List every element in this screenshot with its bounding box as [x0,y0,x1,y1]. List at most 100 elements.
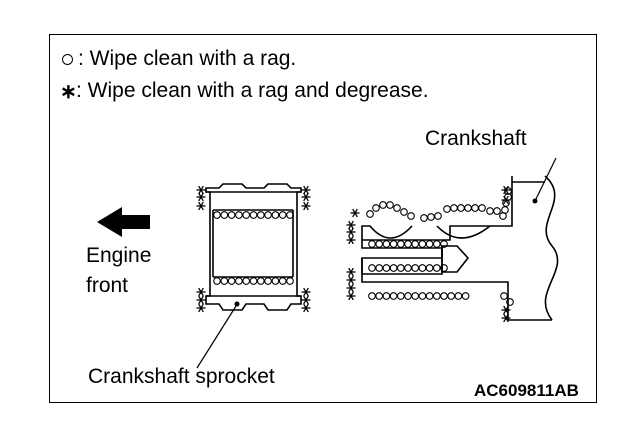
sprocket-circle-row-bottom [213,277,294,285]
wipe-marker [264,277,272,285]
wipe-marker [478,204,486,212]
degrease-marker [195,287,207,297]
wipe-marker [434,212,442,220]
wipe-marker [396,292,405,300]
wipe-marker [242,277,251,285]
crankshaft-leader-dot [532,198,538,204]
wipe-marker [227,211,236,219]
wipe-marker [286,211,294,219]
wipe-marker [286,277,294,285]
degrease-marker [345,235,357,245]
degrease-marker [345,267,357,277]
degrease-marker [195,201,207,211]
wipe-marker [493,207,501,215]
degrease-marker [349,208,361,218]
crankshaft-sprocket [205,183,302,311]
wipe-marker [411,264,420,272]
wipe-marker [271,277,280,285]
figure-frame [49,34,597,403]
wipe-marker [256,277,265,285]
wipe-marker [506,298,514,306]
degrease-marker [300,287,312,297]
legend-item-degrease: ∗: Wipe clean with a rag and degrease. [60,79,429,103]
wipe-marker [443,205,451,213]
wipe-marker [447,292,456,300]
crankshaft-label: Crankshaft [425,127,527,150]
wipe-marker [382,240,391,248]
asterisk-symbol: ∗ [60,81,77,103]
wipe-marker [432,264,441,272]
crankshaft-sprocket-label: Crankshaft sprocket [88,365,275,388]
engine-front-label-line2: front [86,274,129,297]
wipe-marker [382,292,391,300]
wipe-marker [220,211,229,219]
wipe-marker [407,212,415,220]
arrow-left-icon [97,207,150,237]
degrease-marker [345,227,357,237]
wipe-marker [220,277,229,285]
legend-item-wipe: : Wipe clean with a rag. [62,47,296,71]
wipe-marker [372,204,380,212]
wipe-marker [400,208,408,216]
wipe-marker [450,204,458,212]
degrease-marker [300,295,312,305]
wipe-marker [393,204,401,212]
wipe-marker [375,240,384,248]
wipe-marker [375,264,384,272]
wipe-marker [389,292,398,300]
wipe-marker [454,292,463,300]
wipe-marker [500,292,508,300]
wipe-marker [425,264,434,272]
crankshaft-asterisks [345,185,512,323]
degrease-marker [300,185,312,195]
wipe-marker [486,207,494,215]
wipe-marker [256,211,265,219]
wipe-marker [396,264,405,272]
wipe-marker [427,213,435,221]
degrease-marker [195,295,207,305]
degrease-marker [195,303,207,313]
wipe-marker [271,211,280,219]
sprocket-leader-dot [234,301,240,307]
wipe-marker [379,201,387,209]
engine-front-label-line1: Engine [86,244,152,267]
wipe-marker [264,211,272,219]
wipe-marker [242,211,251,219]
wipe-marker [440,264,448,272]
wipe-marker [278,211,287,219]
wipe-marker [213,211,221,219]
wipe-marker [432,240,441,248]
wipe-marker [464,204,472,212]
wipe-marker [420,214,428,222]
wipe-marker [425,240,434,248]
wipe-marker [389,240,398,248]
figure-code: AC609811AB [474,381,579,400]
wipe-marker [418,264,427,272]
wipe-marker [471,204,479,212]
degrease-marker [500,185,512,195]
wipe-marker [235,277,243,285]
degrease-marker [345,220,357,230]
wipe-marker [366,210,374,218]
wipe-marker [457,204,465,212]
degrease-marker [345,275,357,285]
wipe-marker [440,240,448,248]
degrease-marker [500,305,512,315]
degrease-marker [345,283,357,293]
wipe-marker [418,292,427,300]
wipe-marker [249,277,258,285]
wipe-marker [432,292,441,300]
wipe-marker [386,201,394,209]
degrease-marker [300,192,312,202]
sprocket-leader-line [196,305,237,369]
degrease-marker [195,192,207,202]
wipe-marker [411,292,420,300]
wipe-marker [213,277,221,285]
wipe-marker [249,211,258,219]
wipe-marker [418,240,427,248]
wipe-marker [278,277,287,285]
crankshaft-circles [366,187,514,306]
wipe-marker [396,240,405,248]
wipe-marker [368,240,376,248]
